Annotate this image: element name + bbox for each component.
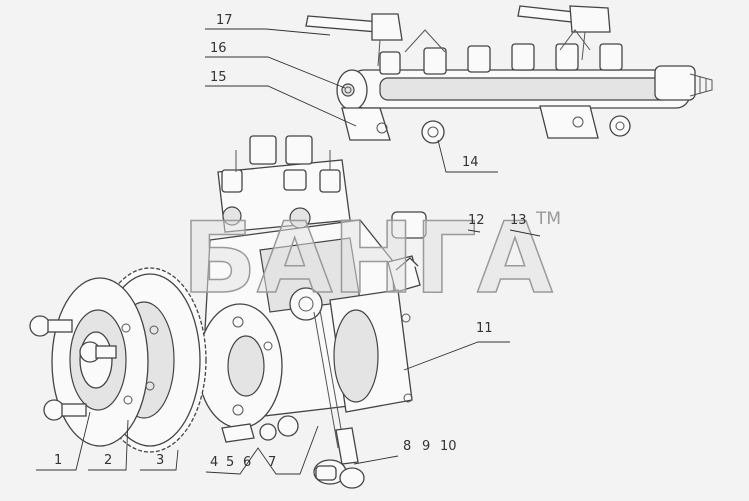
- callout-14: 14: [462, 155, 479, 170]
- callout-9: 9: [422, 439, 430, 454]
- callout-17: 17: [216, 13, 233, 28]
- callout-labels: 17 16 15 14 12 13 11 1 2 3 4 5 6 7 8 9 1…: [54, 13, 527, 470]
- high-pressure-pump: [197, 135, 427, 489]
- watermark-tm: TM: [535, 209, 561, 229]
- watermark-text: БАНГА: [182, 202, 553, 316]
- callout-3: 3: [156, 453, 164, 468]
- callout-8: 8: [403, 439, 411, 454]
- callout-15: 15: [210, 70, 227, 85]
- callout-1: 1: [54, 453, 62, 468]
- common-rail: [305, 5, 713, 144]
- drive-gear-assembly: [29, 267, 207, 453]
- callout-5: 5: [226, 455, 234, 470]
- callout-10: 10: [440, 439, 457, 454]
- callout-2: 2: [104, 453, 112, 468]
- callout-11: 11: [476, 321, 493, 336]
- callout-16: 16: [210, 41, 227, 56]
- watermark-logo: БАНГА TM: [181, 201, 561, 317]
- leader-lines: [36, 28, 541, 475]
- callout-13: 13: [510, 213, 527, 228]
- callout-7: 7: [268, 455, 276, 470]
- callout-4: 4: [210, 455, 218, 470]
- callout-12: 12: [468, 213, 485, 228]
- callout-6: 6: [243, 455, 251, 470]
